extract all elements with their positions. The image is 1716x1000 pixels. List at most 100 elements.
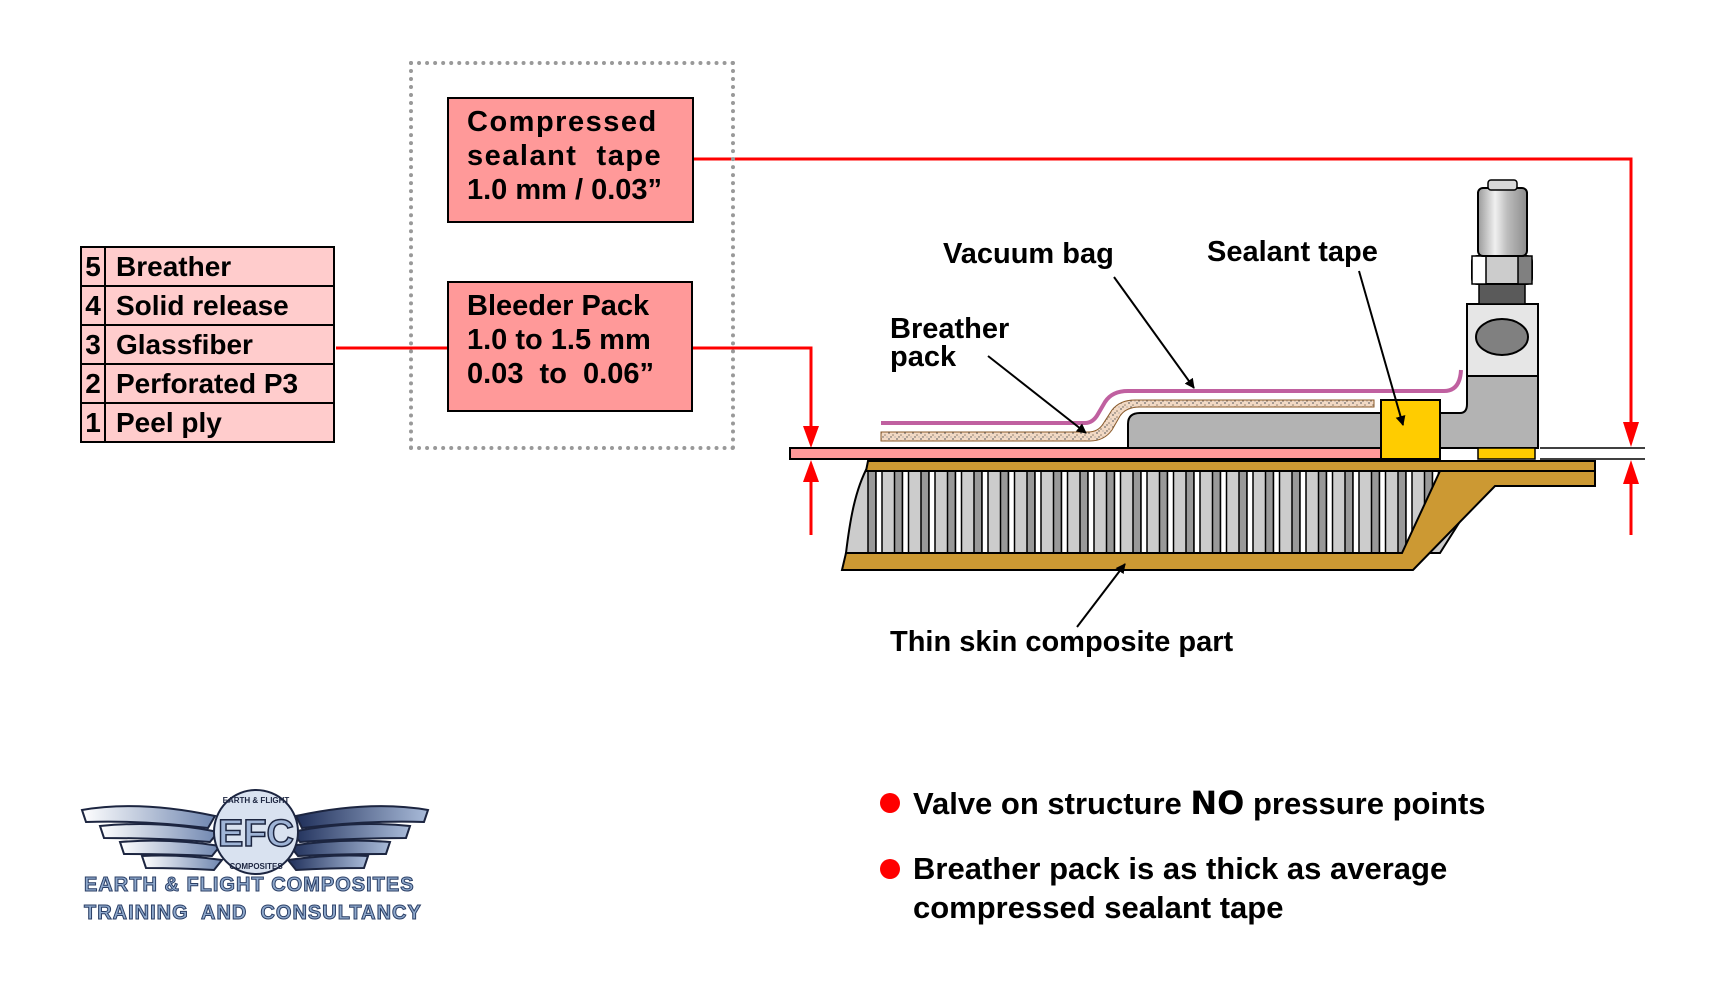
arrowhead-right-up <box>1623 460 1639 484</box>
core-cell-gap <box>1166 470 1175 554</box>
core-cell-wall <box>1291 470 1301 554</box>
core-cell-wall <box>1052 470 1063 554</box>
core-cell-wall <box>946 470 957 554</box>
layer-number: 3 <box>80 324 106 365</box>
emblem-ring <box>213 789 299 875</box>
core-cell-wall <box>1158 470 1169 554</box>
logo-tagline: TRAINING AND CONSULTANCY <box>84 902 422 925</box>
core-cells <box>867 470 1493 554</box>
core-cell-gap <box>901 470 910 554</box>
valve-hex-face-right <box>1517 255 1533 285</box>
valve-port <box>1475 318 1529 356</box>
core-cell-wall <box>1079 470 1089 554</box>
valve-cap <box>1477 187 1528 257</box>
arrowhead-right-down <box>1623 422 1639 447</box>
core-cell-gap <box>1007 470 1016 554</box>
efc-logo-emblem: EFC EARTH & FLIGHT COMPOSITES <box>80 789 430 875</box>
core-cell-gap <box>1113 470 1122 554</box>
core-cell-gap <box>1378 470 1387 554</box>
core-cell-gap <box>954 470 963 554</box>
core-cell-wall <box>999 470 1010 554</box>
vacuum-bag-film <box>881 369 1463 425</box>
bleeder-pack-strip <box>789 447 1383 460</box>
core-cell-wall <box>1132 470 1142 554</box>
core-cell-gap <box>1272 470 1281 554</box>
core-cell-wall <box>1026 470 1036 554</box>
right-wing-icon <box>286 805 430 872</box>
arrow-thin-skin <box>1076 563 1126 628</box>
sealant-tape-block <box>1380 399 1441 460</box>
arrow-sealant-tape <box>1358 270 1406 426</box>
callout-line: 1.0 mm / 0.03” <box>467 174 663 206</box>
bullet-text-line2: compressed sealant tape <box>913 890 1284 925</box>
callout-line: Bleeder Pack <box>467 290 650 322</box>
breather-pack <box>880 399 1375 442</box>
valve-hex-face-left <box>1471 255 1487 285</box>
core-cell-gap <box>1219 470 1228 554</box>
label-line: Breather <box>890 313 1010 345</box>
core-cell-gap <box>1060 470 1069 554</box>
arrow-breather-pack <box>987 355 1087 434</box>
label-sealant-tape: Sealant tape <box>1207 236 1378 268</box>
left-wing-icon <box>80 805 224 872</box>
vacuum-valve <box>1439 179 1539 460</box>
core-cell-gap <box>981 470 989 554</box>
layer-name: Solid release <box>104 285 335 326</box>
label-breather-pack: Breather pack <box>890 313 1010 372</box>
honeycomb-core <box>844 465 1497 554</box>
bullet-text: Valve on structure NO pressure points <box>913 784 1486 822</box>
valve-seal-pad <box>1477 447 1536 460</box>
layer-number: 1 <box>80 402 106 443</box>
layer-name: Glassfiber <box>104 324 335 365</box>
callout-line: sealant tape <box>467 140 663 172</box>
bullet-emphasis: NO <box>1190 784 1245 822</box>
label-vacuum-bag: Vacuum bag <box>943 238 1114 270</box>
arrowhead-left-up <box>803 460 819 482</box>
layer-name: Peel ply <box>104 402 335 443</box>
core-cell-gap <box>928 470 936 554</box>
dimension-arrowheads <box>803 422 1639 484</box>
core-cell-wall <box>1370 470 1381 554</box>
core-cell-wall <box>1211 470 1222 554</box>
bullet-dot-icon <box>880 859 900 879</box>
callout-line: 1.0 to 1.5 mm <box>467 324 651 356</box>
callout-group-dotted-box <box>409 61 735 450</box>
callout-line: 0.03 to 0.06” <box>467 358 654 390</box>
layer-name: Perforated P3 <box>104 363 335 404</box>
arrow-vacuum-bag <box>1113 276 1195 389</box>
core-cell-gap <box>1034 470 1042 554</box>
core-cell-wall <box>920 470 930 554</box>
core-cell-gap <box>1140 470 1148 554</box>
layer-number: 4 <box>80 285 106 326</box>
layer-number: 2 <box>80 363 106 404</box>
compressed-sealant-callout: Compressed sealant tape 1.0 mm / 0.03” <box>447 97 694 223</box>
core-cell-wall <box>1264 470 1275 554</box>
core-cell-gap <box>1246 470 1254 554</box>
core-cell-gap <box>1352 470 1360 554</box>
core-cell-gap <box>1299 470 1307 554</box>
leader-sealant-to-valve-side <box>694 157 1633 422</box>
callout-line: Compressed <box>467 106 658 138</box>
core-cell-gap <box>1193 470 1201 554</box>
core-cell-gap <box>1087 470 1095 554</box>
upper-skin <box>864 460 1596 472</box>
core-cell-wall <box>867 470 877 554</box>
bullet-dot-icon <box>880 793 900 813</box>
core-cell-wall <box>1238 470 1248 554</box>
core-cell-wall <box>1344 470 1354 554</box>
lower-skin-flange <box>840 470 1596 571</box>
label-thin-skin: Thin skin composite part <box>890 626 1234 658</box>
valve-thread <box>1478 282 1526 305</box>
core-cell-gap <box>1325 470 1334 554</box>
core-cell-wall <box>1317 470 1328 554</box>
bullet-text-line1: Breather pack is as thick as average <box>913 851 1448 886</box>
bleeder-pack-callout: Bleeder Pack 1.0 to 1.5 mm 0.03 to 0.06” <box>447 281 693 412</box>
layer-name: Breather <box>104 246 335 287</box>
